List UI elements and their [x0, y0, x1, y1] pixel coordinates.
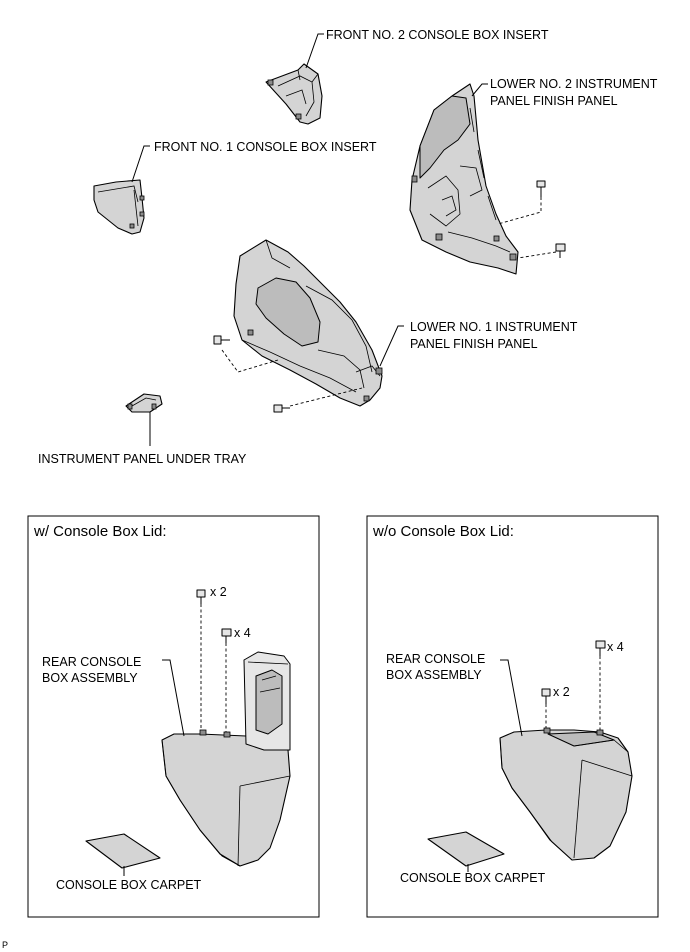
screw-icon [273, 404, 290, 413]
console-box-carpet-without-lid [427, 831, 505, 867]
dashed-guide-screw-b [517, 251, 557, 259]
instrument-panel-under-tray [125, 393, 163, 413]
dashed-guide-screw-d [289, 387, 363, 407]
label-without-lid-screw-qty: x 2 [553, 685, 570, 699]
label-without-lid-rear-box-line1: REAR CONSOLE [386, 652, 485, 666]
clip-icon [595, 640, 606, 656]
panel-title-without-lid: w/o Console Box Lid: [372, 523, 514, 540]
screw-icon [196, 589, 206, 604]
front-no1-console-box-insert [93, 179, 145, 235]
panel-without-console-box-lid [366, 515, 659, 918]
leader-without-lid-rear-box [500, 659, 523, 737]
label-lower-no1-panel-line2: PANEL FINISH PANEL [410, 337, 538, 351]
dashed-guide-screw-a [497, 197, 542, 225]
label-without-lid-carpet: CONSOLE BOX CARPET [400, 871, 546, 885]
dashed-guide-screw-c [221, 349, 279, 373]
lower-no1-instrument-panel-finish-panel [233, 239, 383, 407]
label-without-lid-rear-box-line2: BOX ASSEMBLY [386, 668, 482, 682]
label-with-lid-clip-qty: x 4 [234, 626, 251, 640]
screw-icon [541, 688, 551, 704]
label-lower-no1-panel-line1: LOWER NO. 1 INSTRUMENT [410, 320, 578, 334]
console-box-carpet-with-lid [85, 833, 161, 869]
label-front-no2-console-box-insert: FRONT NO. 2 CONSOLE BOX INSERT [326, 28, 549, 42]
label-with-lid-screw-qty: x 2 [210, 585, 227, 599]
screw-icon [536, 180, 546, 197]
label-with-lid-rear-box-line2: BOX ASSEMBLY [42, 671, 138, 685]
label-lower-no2-panel-line1: LOWER NO. 2 INSTRUMENT [490, 77, 658, 91]
screw-icon [555, 243, 566, 258]
figure-code: P [2, 940, 8, 950]
clip-icon [221, 628, 232, 643]
label-lower-no2-panel-line2: PANEL FINISH PANEL [490, 94, 618, 108]
leader-with-lid-rear-box [162, 659, 185, 737]
panel-title-with-lid: w/ Console Box Lid: [33, 523, 167, 540]
leader-front-no2-insert [305, 33, 324, 69]
lower-no2-instrument-panel-finish-panel [409, 83, 519, 275]
label-front-no1-console-box-insert: FRONT NO. 1 CONSOLE BOX INSERT [154, 140, 377, 154]
label-instrument-panel-under-tray: INSTRUMENT PANEL UNDER TRAY [38, 452, 247, 466]
label-with-lid-carpet: CONSOLE BOX CARPET [56, 878, 202, 892]
label-with-lid-rear-box-line1: REAR CONSOLE [42, 655, 141, 669]
leader-lower-no2-panel [471, 83, 488, 97]
leader-lower-no1-panel [379, 325, 404, 367]
front-no2-console-box-insert [265, 63, 323, 125]
label-without-lid-clip-qty: x 4 [607, 640, 624, 654]
leader-front-no1-insert [131, 145, 150, 183]
rear-console-box-assembly-without-lid [499, 727, 633, 861]
screw-icon [213, 335, 230, 345]
rear-console-box-assembly-with-lid [161, 651, 291, 867]
